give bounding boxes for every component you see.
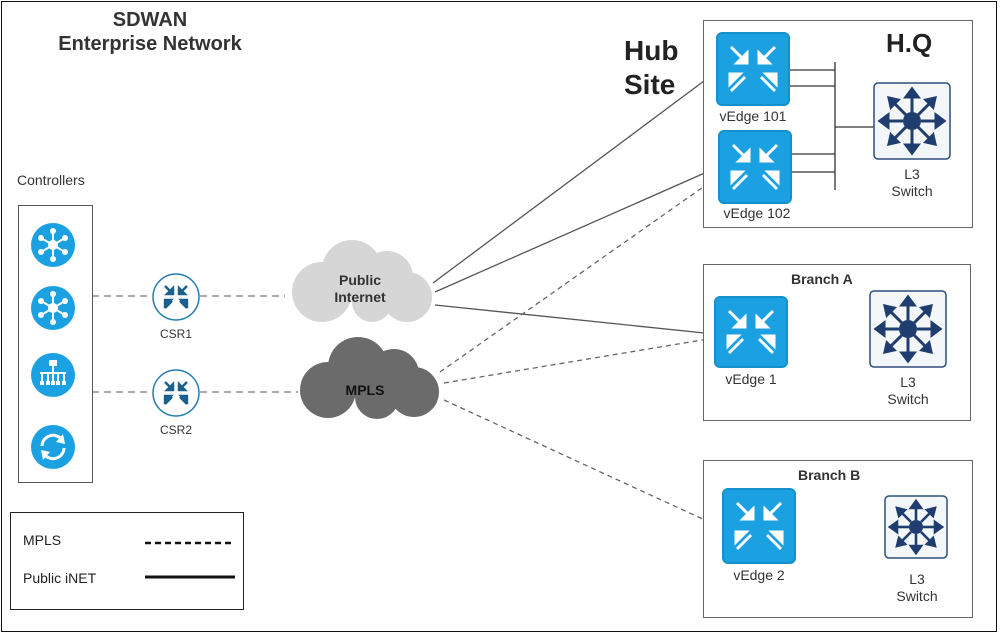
hub-line1: Hub (624, 35, 679, 66)
internet-line1: Public (338, 272, 381, 288)
l3-switch-icon (869, 290, 947, 368)
link-mpls-vedge102 (439, 177, 717, 373)
csr2-label: CSR2 (159, 423, 192, 437)
vedge-router-icon (718, 130, 792, 204)
branch-b-switch-line2: Switch (896, 588, 938, 604)
orchestrator-icon (31, 353, 75, 397)
legend-box: MPLS Public iNET (10, 512, 244, 610)
link-mpls-vedge2 (443, 399, 721, 528)
hq-switch-label: L3 Switch (873, 166, 951, 200)
router-icon (152, 369, 200, 417)
link-internet-vedge101 (432, 71, 717, 284)
branch-a-switch-line2: Switch (887, 391, 929, 407)
branch-b-switch-label: L3 Switch (878, 571, 956, 605)
legend-mpls-label: MPLS (23, 532, 62, 548)
hub-site-label: Hub Site (624, 34, 678, 102)
legend-dashed-line (145, 541, 235, 545)
branch-a-switch-label: L3 Switch (869, 374, 947, 408)
controller-icon (31, 286, 75, 330)
refresh-icon (31, 425, 75, 469)
csr1-label: CSR1 (159, 327, 192, 341)
l3-switch-icon (873, 82, 951, 160)
mpls-cloud-label: MPLS (345, 382, 385, 398)
branch-a-title: Branch A (791, 271, 853, 287)
vedge101-label: vEdge 101 (719, 108, 787, 124)
vedge2-label: vEdge 2 (733, 567, 785, 583)
router-icon (152, 273, 200, 321)
hq-switch-line2: Switch (891, 183, 933, 199)
controller-icon (31, 223, 75, 267)
vedge-router-icon (714, 296, 788, 368)
branch-b-switch-line1: L3 (909, 571, 925, 587)
title-line2: Enterprise Network (58, 33, 242, 55)
branch-b-title: Branch B (798, 467, 861, 483)
link-internet-vedge1 (434, 304, 715, 335)
title-line1: SDWAN (112, 9, 188, 31)
branch-a-switch-line1: L3 (900, 374, 916, 390)
link-mpls-vedge1 (443, 337, 715, 384)
diagram-title: SDWAN Enterprise Network (30, 8, 270, 56)
vedge1-label: vEdge 1 (725, 371, 777, 387)
mpls-cloud-icon (300, 337, 439, 419)
legend-inet-label: Public iNET (23, 570, 97, 586)
hq-switch-line1: L3 (904, 166, 920, 182)
legend-solid-line (145, 575, 235, 579)
internet-cloud-label: Public Internet (310, 272, 410, 306)
hub-line2: Site (624, 69, 676, 100)
vedge-router-icon (722, 488, 796, 564)
vedge-router-icon (716, 32, 790, 106)
link-internet-vedge102 (434, 167, 717, 293)
internet-cloud-icon (292, 240, 432, 322)
vedge102-label: vEdge 102 (723, 205, 791, 221)
l3-switch-icon (884, 495, 948, 559)
internet-line2: Internet (334, 289, 386, 305)
controllers-label: Controllers (17, 172, 85, 188)
hq-title: H.Q (886, 28, 933, 58)
